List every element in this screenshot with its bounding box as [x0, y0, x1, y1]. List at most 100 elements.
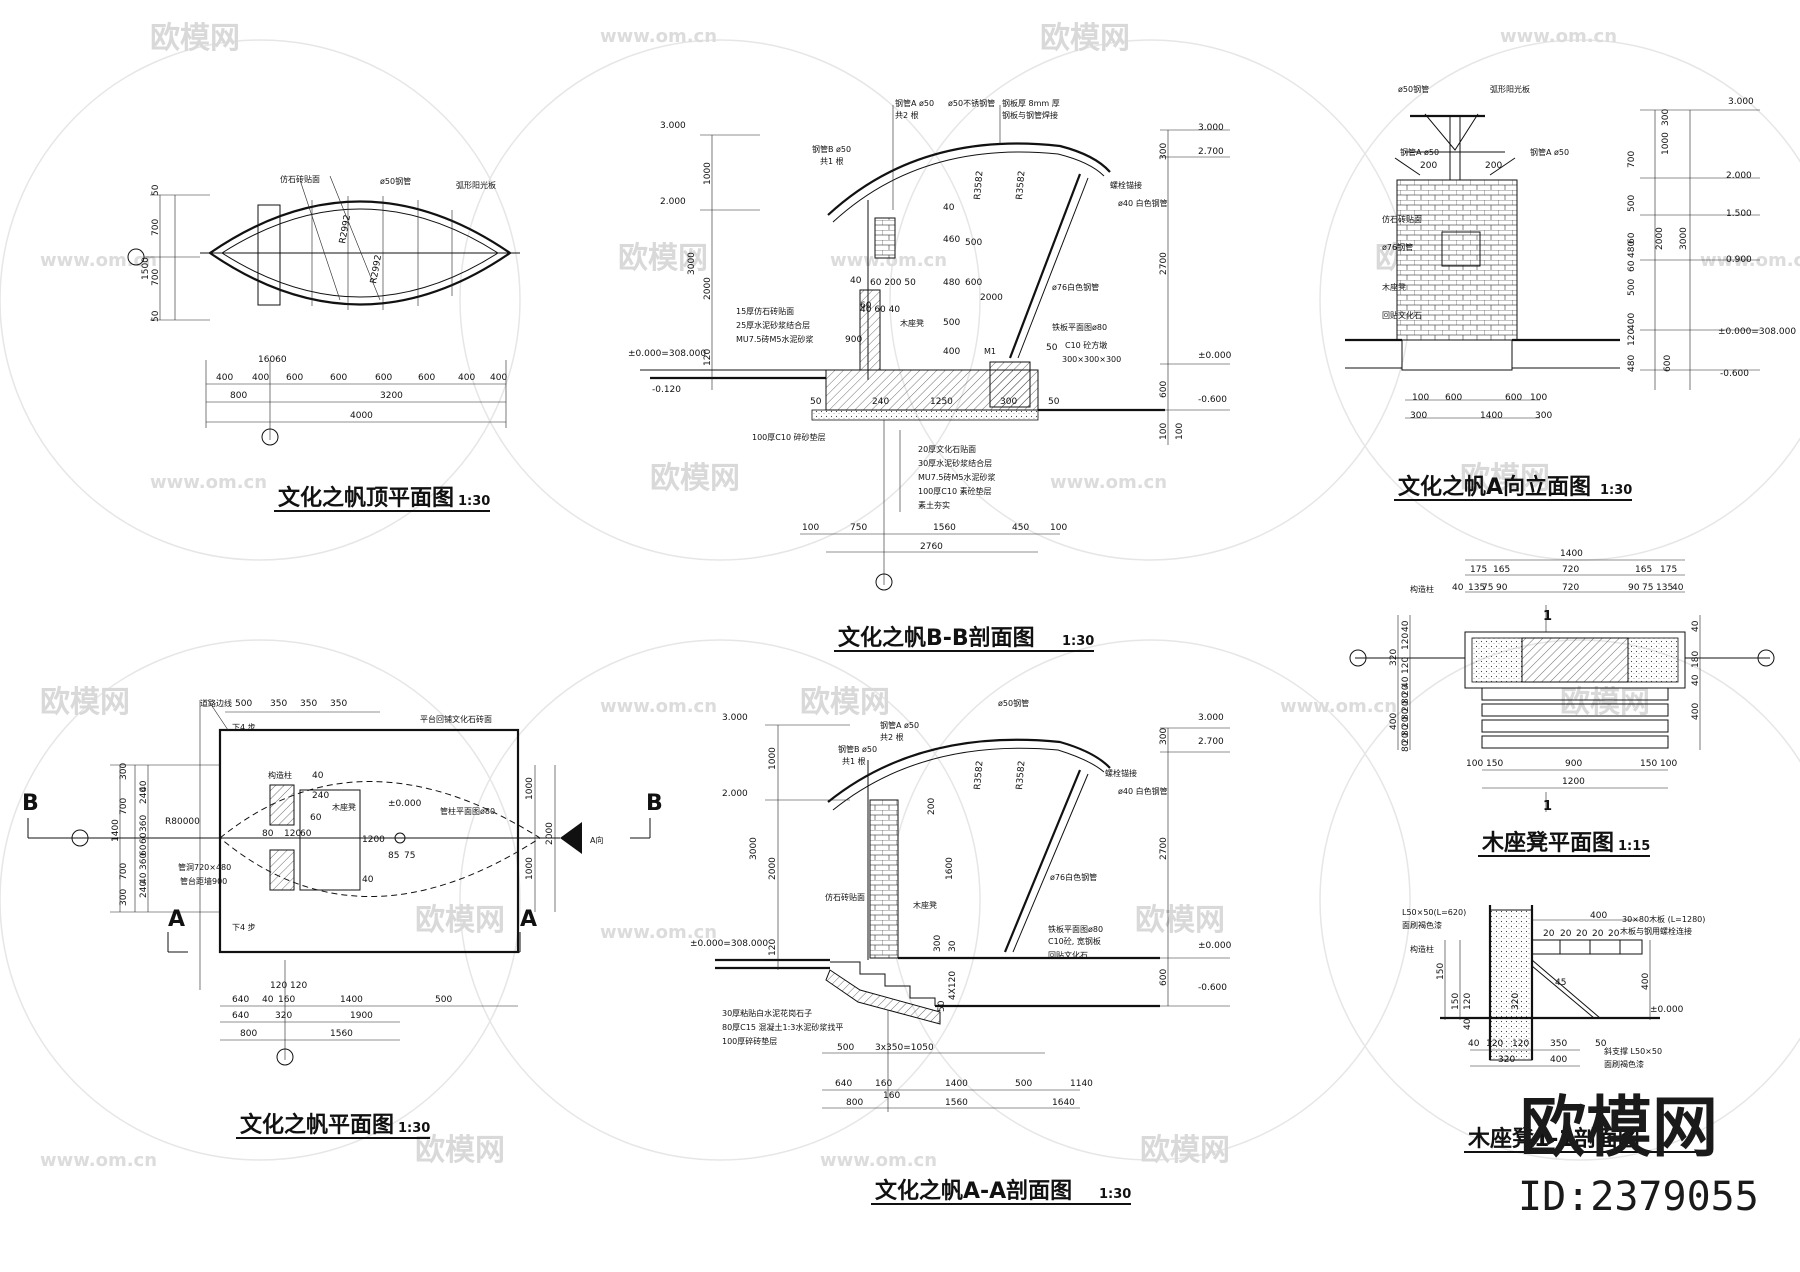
watermark-url: www.om.cn — [1280, 696, 1397, 717]
dimension-label: 60 — [300, 829, 312, 839]
callout-label: 仿石砖贴面 — [1382, 214, 1422, 224]
dimension-label: 120 — [1401, 633, 1411, 650]
dimension-label: 400 — [1641, 973, 1651, 990]
dimension-label: 40 — [1691, 674, 1701, 686]
dimension-label: 900 — [1565, 759, 1582, 769]
dimension-label: 60 200 50 — [870, 278, 916, 288]
dimension-label: 800 — [230, 391, 247, 401]
dimension-label: 1400 — [111, 819, 121, 842]
callout-label: 30×80木板 (L=1280) — [1622, 914, 1705, 924]
callout-label: ø50钢管 — [380, 176, 411, 186]
dimension-label: 40 — [1672, 583, 1684, 593]
dimension-label: 50 — [1595, 1039, 1607, 1049]
callout-label: 木座凳 — [1382, 282, 1406, 292]
dimension-label: 3x350=1050 — [875, 1043, 934, 1053]
dimension-label: 360 — [139, 815, 149, 832]
callout-label: 管台距墙900 — [180, 876, 227, 886]
dimension-label: 700 — [119, 798, 129, 815]
callout-label: 管柱平面图ø80 — [440, 806, 495, 816]
dimension-label: 360 — [139, 853, 149, 870]
dimension-label: 80 — [262, 829, 274, 839]
dimension-label: 150 — [1436, 963, 1446, 980]
dimension-label: 240 — [312, 791, 329, 801]
dimension-label: 175 — [1660, 565, 1677, 575]
callout-label: 木座凳 — [913, 900, 937, 910]
dimension-label: 600 — [1663, 355, 1673, 372]
callout-label: 下4 步 — [232, 723, 256, 732]
callout-label: 螺栓锚接 — [1105, 768, 1137, 778]
layer-label: 100厚碎砖垫层 — [722, 1036, 777, 1046]
dimension-label: 400 — [943, 347, 960, 357]
callout-label: 木座凳 — [332, 802, 356, 812]
dimension-label: 500 — [837, 1043, 854, 1053]
watermark-url: www.om.cn — [600, 26, 717, 47]
callout-label: 面刷褐色漆 — [1402, 920, 1442, 930]
watermark-brand: 欧模网 — [1460, 461, 1550, 496]
dimension-label: 1500 — [141, 257, 151, 280]
dimension-label: 320 — [1389, 649, 1399, 666]
callout-label: 仿石砖贴面 — [280, 174, 320, 184]
callout-label: 构造柱 — [1410, 584, 1434, 594]
dimension-label: 175 — [1470, 565, 1487, 575]
callout-label: 回贴文化石 — [1048, 950, 1088, 960]
elevation-label: ±0.000=308.000 — [690, 939, 768, 949]
callout-label: ø76白色钢管 — [1050, 872, 1097, 882]
dimension-label: 600 — [1159, 969, 1169, 986]
title-roof-plan: 文化之帆顶平面图 — [278, 485, 454, 511]
roof-plan-drawing — [127, 175, 520, 446]
dimension-label: 40 60 40 — [860, 305, 900, 315]
dimension-label: 60 — [139, 832, 149, 844]
dimension-label: 2000 — [703, 277, 713, 300]
dimension-label: 150 — [1451, 993, 1461, 1010]
watermark-url: www.om.cn — [820, 1150, 937, 1171]
dimension-label: 1560 — [933, 523, 956, 533]
dimension-label: 100 — [1159, 423, 1169, 440]
dimension-label: 300 — [1159, 728, 1169, 745]
callout-label: ø76钢管 — [1382, 242, 1413, 252]
dimension-label: 320 — [275, 1011, 292, 1021]
dimension-label: 600 — [1445, 393, 1462, 403]
callout-label: 钢管A ø50 — [895, 98, 934, 108]
dimension-label: 100 — [1175, 423, 1185, 440]
radius-label: R3582 — [1015, 170, 1028, 200]
layer-label: MU7.5砖M5水泥砂浆 — [736, 334, 813, 344]
elevation-label: ±0.000 — [1198, 351, 1232, 361]
dimension-label: 600 — [375, 373, 392, 383]
callout-label: 钢管B ø50 — [838, 744, 877, 754]
dimension-label: 480 — [943, 278, 960, 288]
layer-label: 素土夯实 — [918, 500, 950, 510]
dimension-label: 720 — [1562, 565, 1579, 575]
dimension-label: 640 — [835, 1079, 852, 1089]
title-bench-section: 木座凳1-1剖面图 — [1467, 1126, 1640, 1152]
dimension-label: 2000 — [768, 857, 778, 880]
dimension-label: 1000 — [703, 162, 713, 185]
dimension-label: 320 — [1498, 1055, 1515, 1065]
dimension-label: 40 — [312, 771, 324, 781]
callout-label: 弧形阳光板 — [1490, 84, 1530, 94]
dimension-label: 750 — [850, 523, 867, 533]
dimension-label: 75 — [404, 851, 415, 861]
callout-label: 钢管A ø50 — [1530, 147, 1569, 157]
dimension-label: 1000 — [525, 857, 535, 880]
dimension-label: 2760 — [920, 542, 943, 552]
dimension-label: 135 — [1468, 583, 1485, 593]
dimension-label: 80 — [1401, 724, 1411, 736]
watermark-brand: 欧模网 — [40, 685, 130, 720]
watermark-url: www.om.cn — [1500, 26, 1617, 47]
dimension-label: 40 — [262, 995, 274, 1005]
callout-label: ø50不锈钢管 — [948, 98, 995, 108]
elevation-label: 1.500 — [1726, 209, 1752, 219]
dimension-label: 120 120 — [270, 981, 307, 991]
dimension-label: 240 — [872, 397, 889, 407]
dimension-label: 2000 — [980, 293, 1003, 303]
dimension-label: 300 — [933, 935, 943, 952]
callout-label: 螺栓锚接 — [1110, 180, 1142, 190]
callout-label: 共1 根 — [820, 156, 844, 166]
brand-logo-text: 欧模网 — [1520, 1089, 1718, 1166]
dimension-label: 40 — [943, 203, 955, 213]
dimension-label: 300 — [1000, 397, 1017, 407]
dimension-label: 900 — [845, 335, 862, 345]
dimension-label: 50 — [810, 397, 822, 407]
callout-label: C10砼, 宽钢板 — [1048, 936, 1101, 946]
